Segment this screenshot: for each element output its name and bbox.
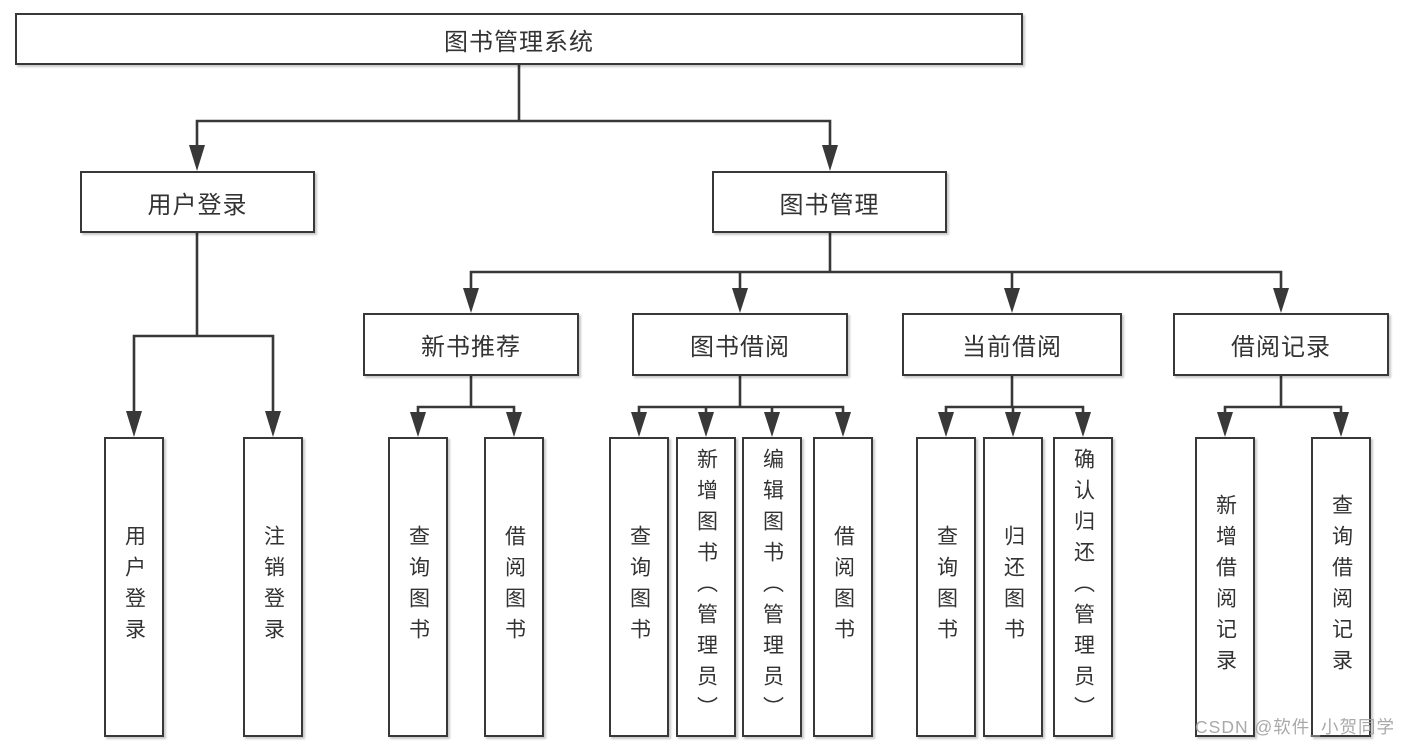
node-label: 新书推荐 — [421, 334, 521, 361]
node-new-book-recommendation: 新书推荐 — [363, 313, 579, 376]
csdn-watermark: CSDN @软件_小贺同学 — [1195, 717, 1395, 737]
leaf-label: 查询借阅记录 — [1329, 494, 1353, 680]
leaf-label: 归还图书 — [1001, 525, 1025, 649]
leaf-label: 借阅图书 — [502, 525, 526, 649]
node-label: 图书管理 — [779, 191, 880, 219]
node-label: 当前借阅 — [962, 334, 1062, 361]
leaf-logout: 注销登录 — [243, 437, 303, 737]
leaf-label: 查询图书 — [934, 525, 958, 649]
node-borrowing-records: 借阅记录 — [1173, 313, 1389, 376]
leaf-label: 查询图书 — [627, 525, 651, 649]
leaf-query-books-recommendation: 查询图书 — [388, 437, 448, 737]
leaf-query-books-borrowing: 查询图书 — [609, 437, 669, 737]
node-current-borrowing: 当前借阅 — [902, 313, 1122, 376]
leaf-query-books-current: 查询图书 — [916, 437, 976, 737]
leaf-label: 查询图书 — [406, 525, 430, 649]
leaf-borrow-books-borrowing: 借阅图书 — [813, 437, 873, 737]
leaf-return-books: 归还图书 — [983, 437, 1043, 737]
node-label: 图书管理系统 — [444, 28, 594, 56]
leaf-label: 注销登录 — [261, 525, 285, 649]
leaf-label: 借阅图书 — [831, 525, 855, 649]
leaf-borrow-books-recommendation: 借阅图书 — [484, 437, 544, 737]
node-label: 图书借阅 — [690, 334, 790, 361]
node-book-management: 图书管理 — [712, 171, 947, 233]
node-book-borrowing: 图书借阅 — [632, 313, 848, 376]
leaf-user-login: 用户登录 — [104, 437, 164, 737]
leaf-label: 用户登录 — [122, 525, 146, 649]
node-library-management-system: 图书管理系统 — [15, 13, 1023, 65]
leaf-add-books-admin: 新增图书（管理员） — [676, 437, 736, 737]
node-label: 用户登录 — [147, 191, 248, 219]
node-user-login: 用户登录 — [80, 171, 315, 233]
leaf-label: 新增图书（管理员） — [694, 447, 718, 727]
leaf-add-borrowing-record: 新增借阅记录 — [1195, 437, 1255, 737]
leaf-label: 编辑图书（管理员） — [760, 447, 784, 727]
leaf-query-borrowing-record: 查询借阅记录 — [1311, 437, 1371, 737]
leaf-label: 确认归还（管理员） — [1071, 447, 1095, 727]
node-label: 借阅记录 — [1231, 334, 1331, 361]
leaf-confirm-return-admin: 确认归还（管理员） — [1053, 437, 1113, 737]
leaf-edit-books-admin: 编辑图书（管理员） — [742, 437, 802, 737]
leaf-label: 新增借阅记录 — [1213, 494, 1237, 680]
